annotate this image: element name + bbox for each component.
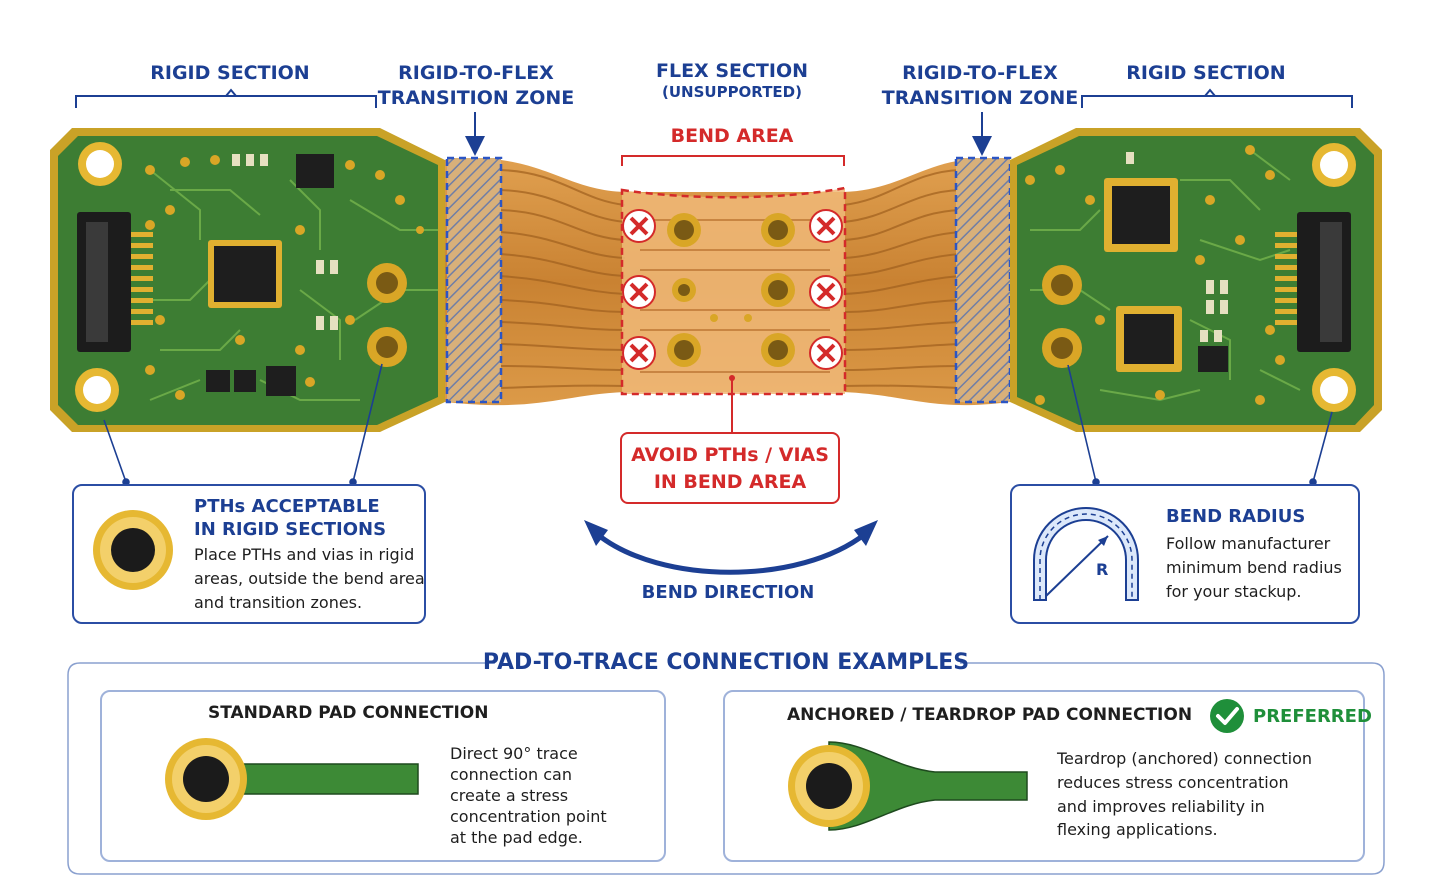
- preferred-badge: PREFERRED: [1253, 706, 1372, 727]
- standard-pad-title: STANDARD PAD CONNECTION: [208, 703, 489, 723]
- bend-area-zone: [620, 186, 847, 396]
- chip-icon: [296, 154, 334, 188]
- anchored-pad-body-line1: Teardrop (anchored) connection: [1057, 749, 1313, 768]
- standard-pad-body-line2: connection can: [450, 765, 572, 784]
- bend-arrow-icon: [584, 520, 878, 575]
- connector-icon: [77, 212, 153, 352]
- anchored-pad-box: ANCHORED / TEARDROP PAD CONNECTION PREFE…: [723, 690, 1372, 862]
- transition-zone-left-label: RIGID-TO-FLEX TRANSITION ZONE: [376, 61, 576, 111]
- standard-pad-box: STANDARD PAD CONNECTION Direct 90° trace…: [100, 690, 666, 862]
- examples-title: PAD-TO-TRACE CONNECTION EXAMPLES: [482, 650, 970, 675]
- standard-pad-icon: [165, 738, 419, 820]
- mounting-hole-icon: [1312, 368, 1356, 412]
- left-rigid-board: [50, 128, 445, 432]
- transition-zone-left-line2: TRANSITION ZONE: [377, 87, 575, 109]
- bend-radius-box: R BEND RADIUS Follow manufacturer minimu…: [1010, 484, 1360, 624]
- x-mark-icon: [809, 275, 843, 309]
- pth-note-title-line1: PTHs ACCEPTABLE: [194, 496, 380, 517]
- transition-zone-right-line1: RIGID-TO-FLEX: [902, 62, 1058, 84]
- avoid-pth-warning-line2: IN BEND AREA: [653, 471, 807, 493]
- chip-icon: [1116, 306, 1182, 372]
- transition-zone-right: [954, 156, 1012, 404]
- avoid-pth-warning-line1: AVOID PTHs / VIAS: [631, 444, 829, 466]
- anchored-pad-body-line4: flexing applications.: [1057, 820, 1218, 839]
- chip-icon: [1104, 178, 1178, 252]
- chip-icon: [206, 366, 296, 396]
- flex-section-subtitle: (UNSUPPORTED): [662, 83, 802, 101]
- x-mark-icon: [622, 209, 656, 243]
- pth-note-body-line1: Place PTHs and vias in rigid: [194, 545, 415, 564]
- x-mark-icon: [622, 275, 656, 309]
- bend-radius-body-line1: Follow manufacturer: [1166, 534, 1331, 553]
- transition-zone-left-line1: RIGID-TO-FLEX: [398, 62, 554, 84]
- flex-section-label: FLEX SECTION (UNSUPPORTED): [632, 60, 832, 101]
- pth-pad-icon: [93, 510, 173, 590]
- standard-pad-body-line4: concentration point: [450, 807, 607, 826]
- mounting-hole-icon: [78, 142, 122, 186]
- pth-note-body-line3: and transition zones.: [194, 593, 363, 612]
- mounting-hole-icon: [75, 368, 119, 412]
- anchored-pad-body-line3: and improves reliability in: [1057, 797, 1265, 816]
- x-mark-icon: [809, 209, 843, 243]
- pth-acceptable-box: PTHs ACCEPTABLE IN RIGID SECTIONS Place …: [72, 484, 426, 624]
- flex-section-title: FLEX SECTION: [655, 60, 809, 82]
- chip-icon: [208, 240, 282, 308]
- connector-icon: [1275, 212, 1351, 352]
- standard-pad-body-line3: create a stress: [450, 786, 569, 805]
- anchored-pad-body-line2: reduces stress concentration: [1057, 773, 1289, 792]
- bend-radius-symbol: R: [1096, 560, 1109, 579]
- pth-note-body-line2: areas, outside the bend area: [194, 569, 425, 588]
- transition-zone-right-line2: TRANSITION ZONE: [881, 87, 1079, 109]
- right-rigid-board: [1010, 128, 1382, 432]
- transition-zone-right-label: RIGID-TO-FLEX TRANSITION ZONE: [880, 61, 1080, 111]
- standard-pad-body-line1: Direct 90° trace: [450, 744, 578, 763]
- standard-pad-body-line5: at the pad edge.: [450, 828, 583, 847]
- rigid-section-left-label: RIGID SECTION: [150, 62, 310, 84]
- x-mark-icon: [622, 336, 656, 370]
- teardrop-pad-icon: [788, 741, 1028, 831]
- bend-radius-icon: [1033, 507, 1139, 601]
- bend-area-label: BEND AREA: [670, 125, 794, 147]
- mounting-hole-icon: [1312, 143, 1356, 187]
- bend-radius-body-line2: minimum bend radius: [1166, 558, 1342, 577]
- pth-note-title-line2: IN RIGID SECTIONS: [194, 519, 387, 540]
- avoid-pth-warning-box: AVOID PTHs / VIAS IN BEND AREA: [620, 432, 840, 504]
- bend-radius-body-line3: for your stackup.: [1166, 582, 1302, 601]
- transition-zone-left: [445, 156, 503, 404]
- bend-direction-label: BEND DIRECTION: [641, 582, 815, 603]
- check-circle-icon: [1210, 699, 1244, 733]
- anchored-pad-title: ANCHORED / TEARDROP PAD CONNECTION: [787, 705, 1193, 725]
- bend-radius-title: BEND RADIUS: [1166, 506, 1306, 527]
- x-mark-icon: [809, 336, 843, 370]
- rigid-section-right-label: RIGID SECTION: [1126, 62, 1286, 84]
